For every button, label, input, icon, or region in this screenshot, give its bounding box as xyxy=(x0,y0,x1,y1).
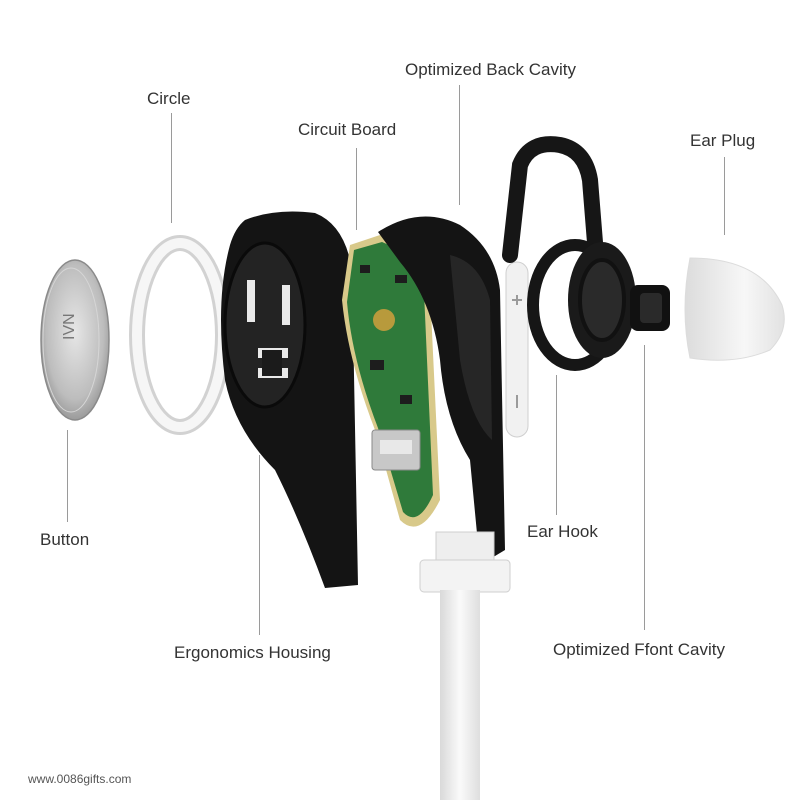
watermark: www.0086gifts.com xyxy=(28,772,132,786)
circuit-board xyxy=(342,235,440,527)
back-cavity xyxy=(378,216,505,565)
svg-text:IVN: IVN xyxy=(61,313,78,340)
leader-button xyxy=(67,430,68,522)
leader-circuit-board xyxy=(356,148,357,230)
circle-ring xyxy=(129,235,231,435)
label-ear-plug: Ear Plug xyxy=(690,131,756,150)
button-disk: IVN xyxy=(40,259,110,421)
leader-ergonomics-housing xyxy=(259,455,260,635)
ergonomics-housing xyxy=(221,211,358,588)
label-circle: Circle xyxy=(147,89,191,108)
control-button-strip xyxy=(505,261,529,438)
leader-ear-plug xyxy=(724,157,725,235)
label-ear-hook: Ear Hook xyxy=(527,522,598,541)
ear-plug xyxy=(684,257,785,361)
leader-back-cavity xyxy=(459,85,460,205)
label-optimized-back-cavity: Optimized Back Cavity xyxy=(405,60,576,79)
front-cavity xyxy=(630,285,670,331)
leader-circle xyxy=(171,113,172,223)
leader-ear-hook xyxy=(556,375,557,515)
label-optimized-front-cavity: Optimized Ffont Cavity xyxy=(553,640,725,659)
label-circuit-board: Circuit Board xyxy=(298,120,397,139)
cable xyxy=(419,531,511,800)
label-button: Button xyxy=(40,530,90,549)
ear-hook xyxy=(502,136,636,371)
label-ergonomics-housing: Ergonomics Housing xyxy=(174,643,331,662)
leader-front-cavity xyxy=(644,345,645,630)
